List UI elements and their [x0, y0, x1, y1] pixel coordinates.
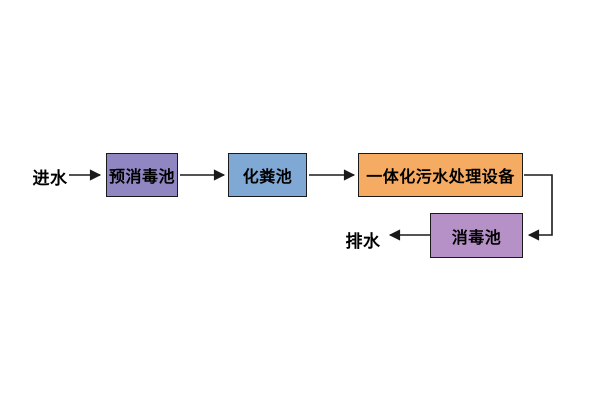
- inlet-water-label: 进水: [32, 169, 68, 189]
- node-septic-tank: 化粪池: [228, 153, 307, 197]
- node-integrated-sewage-treatment-equipment: 一体化污水处理设备: [358, 153, 523, 197]
- arrow-integrated-to-disinfection: [524, 174, 553, 241]
- node-disinfection-tank: 消毒池: [430, 213, 523, 258]
- outlet-water-label: 排水: [345, 232, 381, 252]
- node-pre-disinfection-tank: 预消毒池: [106, 153, 178, 197]
